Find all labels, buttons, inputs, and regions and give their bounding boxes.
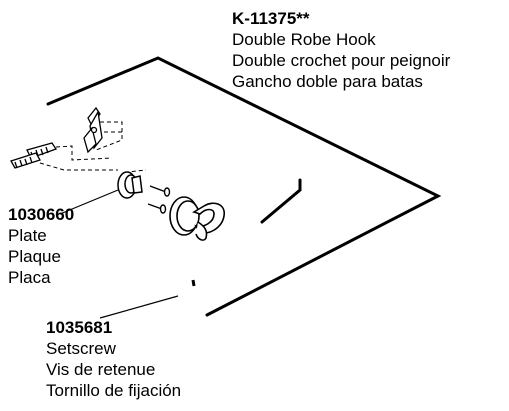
leader-lines	[59, 189, 179, 319]
kit-name-fr: Double crochet pour peignoir	[232, 51, 451, 70]
plate-name-fr: Plaque	[8, 247, 61, 266]
setscrew-name-en: Setscrew	[46, 339, 116, 358]
screw-icon	[147, 185, 171, 214]
setscrew-name-es: Tornillo de fijación	[46, 381, 182, 400]
wall-anchor-icon	[10, 142, 58, 169]
kit-label: K-11375** Double Robe Hook Double croche…	[232, 8, 450, 92]
wall-outline	[46, 56, 442, 317]
plate-part-number: 1030660	[8, 205, 75, 224]
plate-name-es: Placa	[8, 268, 51, 287]
setscrew-icon	[191, 279, 196, 287]
plate-icon	[117, 171, 143, 199]
kit-name-es: Gancho doble para batas	[232, 72, 423, 91]
plate-label: 1030660 Plate Plaque Placa	[8, 204, 74, 288]
mounting-bracket-icon	[83, 106, 103, 154]
setscrew-part-number: 1035681	[46, 318, 113, 337]
robe-hook-icon	[169, 196, 225, 241]
setscrew-label: 1035681 Setscrew Vis de retenue Tornillo…	[46, 317, 181, 401]
kit-part-number: K-11375**	[232, 9, 310, 28]
plate-name-en: Plate	[8, 226, 47, 245]
setscrew-name-fr: Vis de retenue	[46, 360, 156, 379]
kit-name-en: Double Robe Hook	[232, 30, 376, 49]
